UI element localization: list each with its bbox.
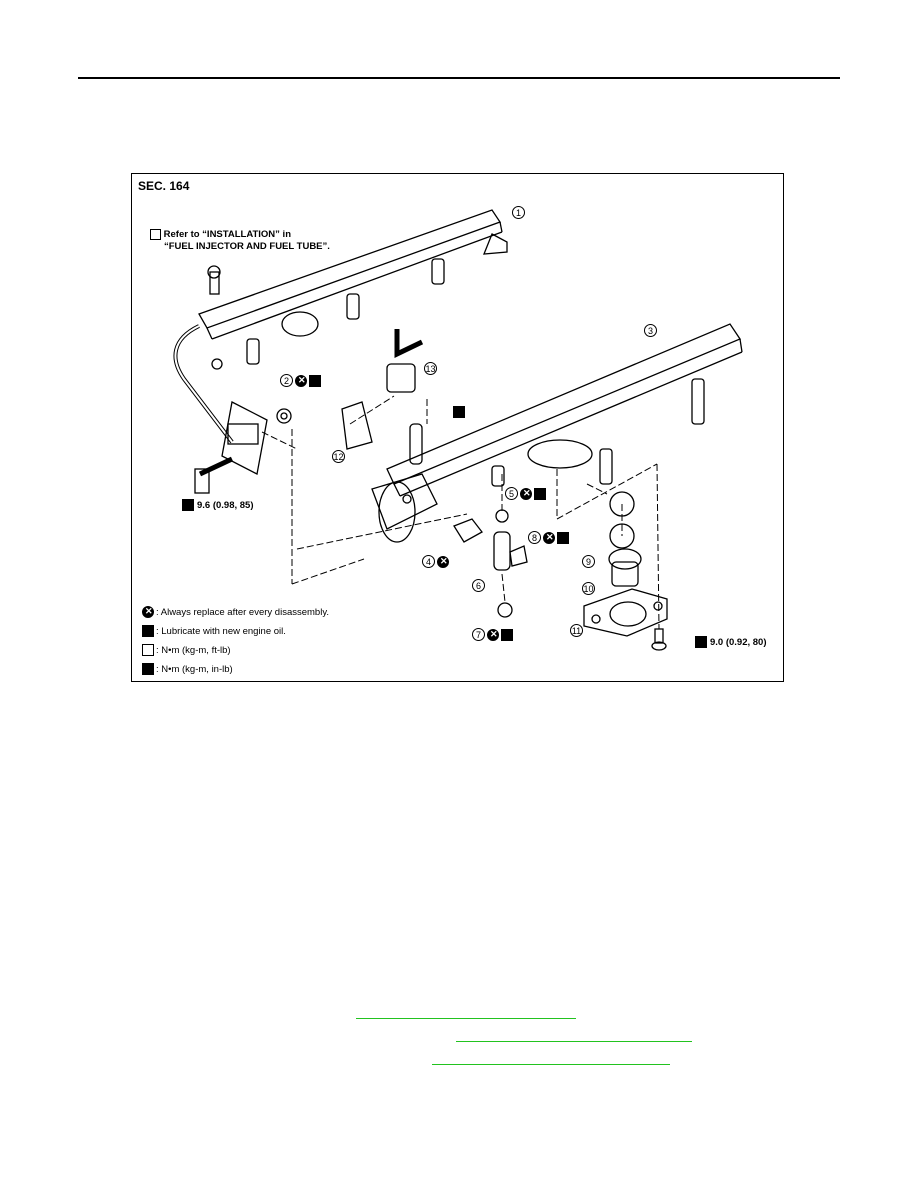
link-underline-3[interactable]: [432, 1064, 670, 1065]
torque-icon: [182, 499, 194, 511]
callout-3: 3: [644, 324, 657, 337]
link-underline-2[interactable]: [456, 1041, 692, 1042]
note-line-2: “FUEL INJECTOR AND FUEL TUBE”.: [164, 241, 330, 253]
callout-7: 7: [472, 628, 513, 641]
replace-icon: [543, 531, 555, 544]
header-rule: [78, 77, 840, 79]
torque-icon: [142, 663, 154, 675]
note-line-1: Refer to “INSTALLATION” in: [163, 229, 292, 241]
callout-8: 8: [528, 531, 569, 544]
parts-drawing: [173, 209, 743, 651]
callout-6: 6: [472, 579, 485, 592]
callout-1: 1: [512, 206, 525, 219]
callout-9: 9: [582, 555, 595, 568]
legend-torque-inlb: : N•m (kg-m, in-lb): [142, 663, 233, 675]
callout-11: 11: [570, 624, 583, 637]
torque-icon: [695, 636, 707, 648]
callout-13: 13: [424, 362, 437, 375]
replace-icon: [487, 628, 499, 641]
callout-2: 2: [280, 374, 321, 387]
link-underline-1[interactable]: [356, 1018, 576, 1019]
fitting-oil-marker: [453, 406, 465, 418]
installation-note: Refer to “INSTALLATION” in “FUEL INJECTO…: [150, 229, 330, 253]
torque-icon: [142, 644, 154, 656]
torque-left-value: 9.6 (0.98, 85): [197, 499, 254, 511]
torque-left: 9.6 (0.98, 85): [182, 499, 254, 511]
torque-icon: [150, 229, 161, 240]
legend-torque-ftlb: : N•m (kg-m, ft-lb): [142, 644, 231, 656]
oil-icon: [142, 625, 154, 637]
exploded-diagram: SEC. 164 Refer to “INSTALLATION” in “FUE…: [131, 173, 784, 682]
callout-10: 10: [582, 582, 595, 595]
oil-icon: [534, 487, 546, 500]
replace-icon: [437, 555, 449, 568]
oil-icon: [557, 531, 569, 544]
replace-icon: [295, 374, 307, 387]
oil-icon: [309, 374, 321, 387]
torque-right: 9.0 (0.92, 80): [695, 636, 767, 648]
torque-right-value: 9.0 (0.92, 80): [710, 636, 767, 648]
oil-icon: [501, 628, 513, 641]
replace-icon: [142, 606, 154, 618]
legend-replace: : Always replace after every disassembly…: [142, 606, 329, 618]
callout-12: 12: [332, 450, 345, 463]
legend-oil: : Lubricate with new engine oil.: [142, 625, 286, 637]
oil-icon: [453, 406, 465, 418]
replace-icon: [520, 487, 532, 500]
callout-4: 4: [422, 555, 449, 568]
callout-5: 5: [505, 487, 546, 500]
section-label: SEC. 164: [138, 179, 190, 193]
